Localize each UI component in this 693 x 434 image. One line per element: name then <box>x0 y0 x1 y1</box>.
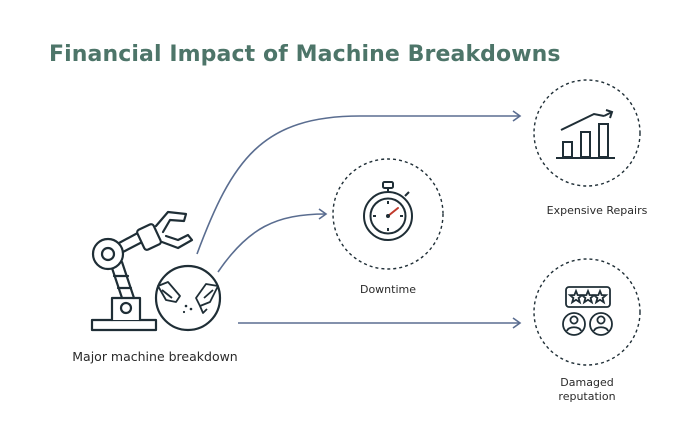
stopwatch-needle <box>387 207 399 217</box>
damaged-reputation-label: Damaged reputation <box>527 376 647 404</box>
stopwatch-icon <box>363 181 413 241</box>
damaged-reputation-label-line1: Damaged <box>560 376 614 389</box>
arrow-to-expensive-repairs <box>196 110 522 255</box>
expensive-repairs-label: Expensive Repairs <box>546 204 648 217</box>
downtime-label: Downtime <box>359 283 417 296</box>
damaged-reputation-node <box>533 258 641 366</box>
page-title: Financial Impact of Machine Breakdowns <box>49 42 561 67</box>
source-label: Major machine breakdown <box>72 349 238 364</box>
arrow-to-downtime <box>217 208 328 273</box>
damaged-reputation-label-line2: reputation <box>558 390 616 403</box>
rising-bar-chart-icon <box>556 109 615 159</box>
downtime-node <box>332 158 444 270</box>
robot-arm-icon <box>90 210 194 332</box>
broken-gripper-closeup-icon <box>154 264 222 332</box>
expensive-repairs-node <box>533 79 641 187</box>
rating-stars-users-icon <box>562 286 613 336</box>
